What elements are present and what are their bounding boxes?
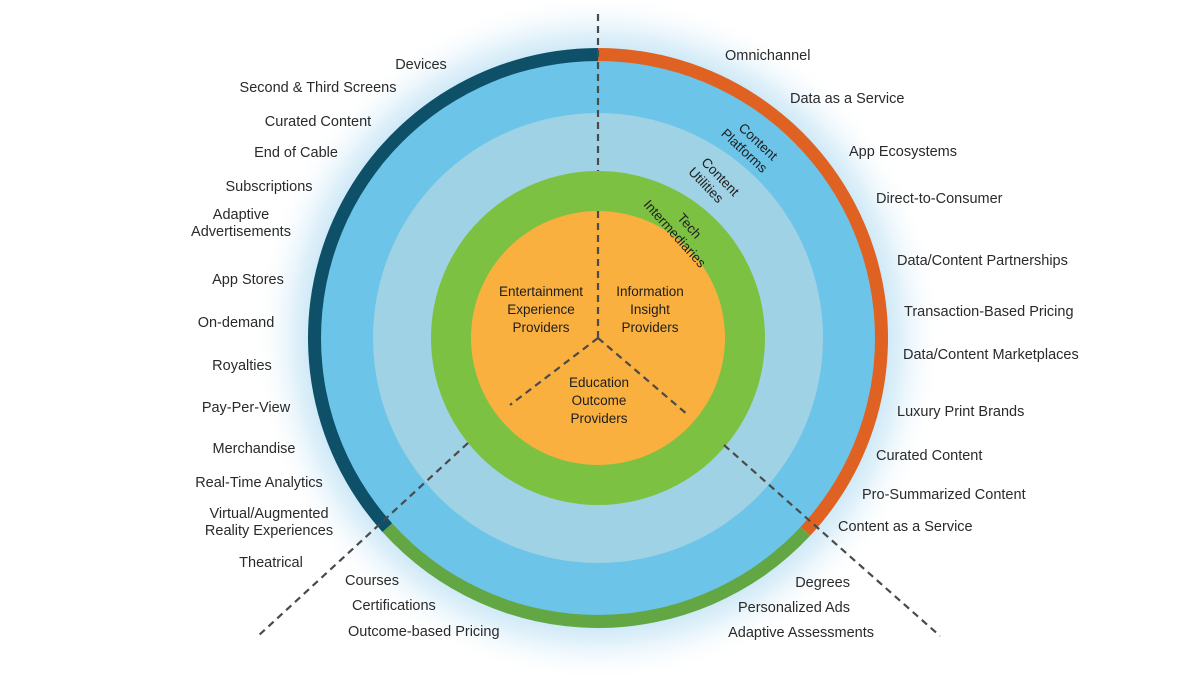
divider-lower-right-core [597, 337, 689, 416]
svg-text:Insight: Insight [630, 302, 670, 317]
entertainment-label: On-demand [198, 315, 275, 331]
information-label: App Ecosystems [849, 144, 957, 160]
core-education: Education Outcome Providers [569, 375, 629, 426]
entertainment-label: Theatrical [239, 555, 303, 571]
divider-lower-left-core [509, 337, 599, 406]
svg-text:Entertainment: Entertainment [499, 284, 583, 299]
entertainment-label: Devices [395, 57, 447, 73]
entertainment-label: Curated Content [265, 114, 371, 130]
entertainment-label: Royalties [212, 358, 272, 374]
segment-dividers [257, 14, 941, 637]
education-label: Certifications [352, 598, 436, 614]
entertainment-label: End of Cable [254, 145, 338, 161]
information-label: Data/Content Partnerships [897, 253, 1068, 269]
rim-education [382, 522, 811, 628]
education-label: Outcome-based Pricing [348, 624, 500, 640]
outer-rim [308, 48, 889, 628]
svg-text:Providers: Providers [570, 411, 627, 426]
education-label: Degrees [795, 575, 850, 591]
core-information: Information Insight Providers [616, 284, 684, 335]
svg-text:Providers: Providers [621, 320, 678, 335]
information-label: Data/Content Marketplaces [903, 347, 1079, 363]
information-label: Data as a Service [790, 91, 904, 107]
svg-text:Information: Information [616, 284, 684, 299]
education-label: Courses [345, 573, 399, 589]
divider-lower-right-outer [723, 444, 941, 637]
svg-text:Providers: Providers [512, 320, 569, 335]
information-label: Content as a Service [838, 519, 973, 535]
entertainment-label: Second & Third Screens [240, 80, 397, 96]
svg-text:Outcome: Outcome [572, 393, 627, 408]
entertainment-label: Pay-Per-View [202, 400, 291, 416]
information-label: Transaction-Based Pricing [904, 304, 1074, 320]
information-label: Direct-to-Consumer [876, 191, 1003, 207]
information-label: Omnichannel [725, 48, 810, 64]
information-label: Pro-Summarized Content [862, 487, 1026, 503]
entertainment-label: Merchandise [212, 441, 295, 457]
education-label: Personalized Ads [738, 600, 850, 616]
education-label: Adaptive Assessments [728, 625, 874, 641]
svg-text:Experience: Experience [507, 302, 575, 317]
core-entertainment: Entertainment Experience Providers [499, 284, 583, 335]
information-label: Curated Content [876, 448, 982, 464]
information-label: Luxury Print Brands [897, 404, 1024, 420]
entertainment-label: Subscriptions [225, 179, 312, 195]
svg-text:Education: Education [569, 375, 629, 390]
entertainment-label: Real-Time Analytics [195, 475, 323, 491]
entertainment-label: App Stores [212, 272, 284, 288]
